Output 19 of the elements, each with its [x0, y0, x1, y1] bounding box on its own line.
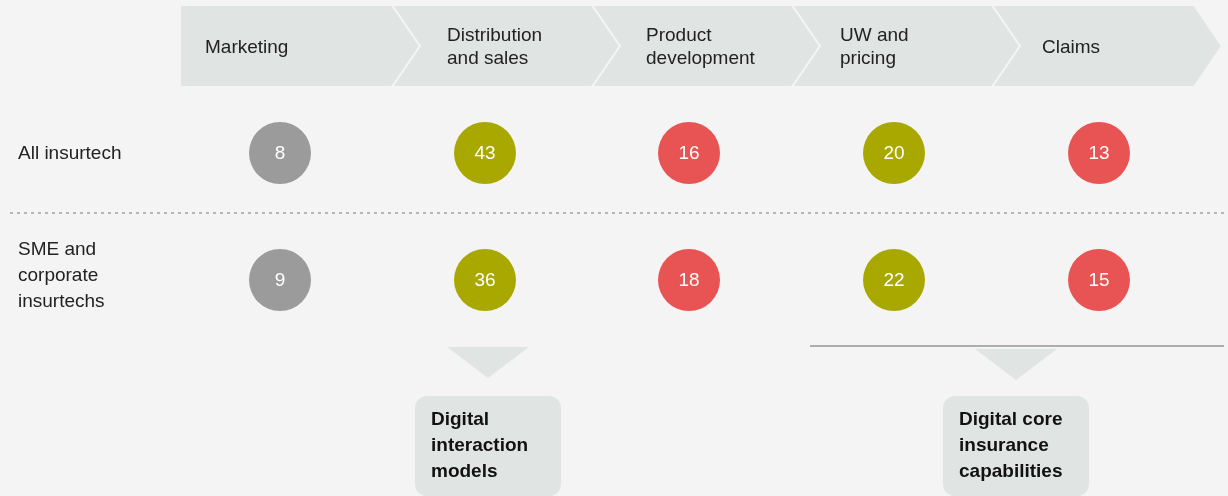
category-card: Digital interaction models: [415, 396, 561, 496]
count-circle: 13: [1068, 122, 1130, 184]
count-circle: 8: [249, 122, 311, 184]
row-label: All insurtech: [18, 141, 123, 165]
count-circle: 22: [863, 249, 925, 311]
row-label: SME and corporate insurtechs: [18, 237, 106, 313]
stage-label: Marketing: [205, 34, 289, 58]
count-circle: 43: [454, 122, 516, 184]
stage-label: Claims: [1042, 34, 1101, 58]
count-circle: 18: [658, 249, 720, 311]
count-circle: 20: [863, 122, 925, 184]
count-circle: 15: [1068, 249, 1130, 311]
stage-label: UW and pricing: [840, 23, 910, 69]
category-card: Digital core insurance capabilities: [943, 396, 1089, 496]
stage-label: Product development: [646, 23, 756, 69]
stage-label: Distribution and sales: [447, 23, 544, 69]
count-circle: 36: [454, 249, 516, 311]
count-circle: 9: [249, 249, 311, 311]
count-circle: 16: [658, 122, 720, 184]
